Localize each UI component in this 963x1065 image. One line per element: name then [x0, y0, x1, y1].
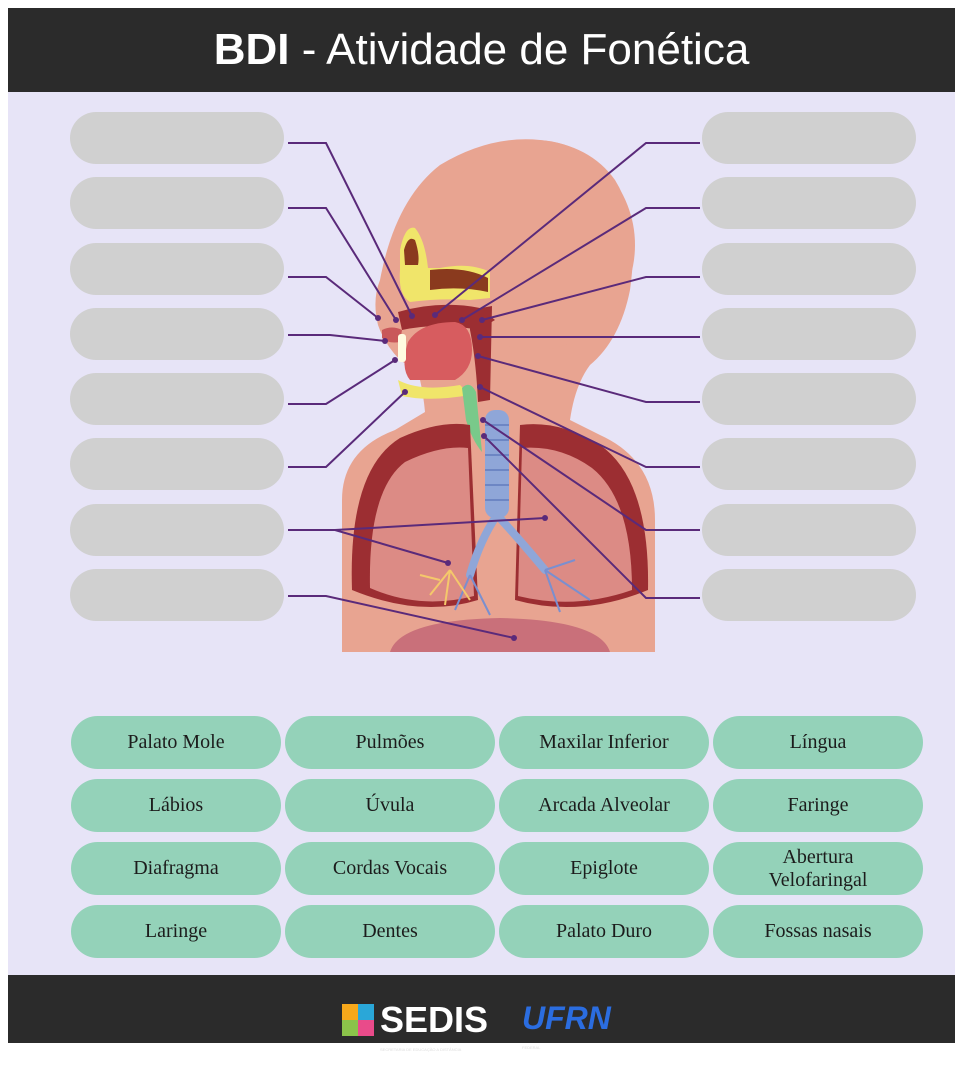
sedis-logo-text: SEDIS	[380, 999, 489, 1040]
drop-zone-right-5[interactable]	[702, 373, 916, 425]
ufrn-logo-text: UFRN	[522, 1000, 611, 1036]
drop-zone-left-4[interactable]	[70, 308, 284, 360]
trachea	[485, 410, 509, 518]
word-chip-arcada-alveolar[interactable]: Arcada Alveolar	[499, 779, 709, 832]
sedis-mark-icon	[342, 1004, 374, 1036]
drop-zone-left-8[interactable]	[70, 569, 284, 621]
drop-zone-left-2[interactable]	[70, 177, 284, 229]
upper-lip	[382, 327, 402, 343]
lower-jaw	[398, 380, 470, 399]
drop-zone-right-1[interactable]	[702, 112, 916, 164]
title-bold: BDI	[213, 25, 290, 74]
word-chip-lingua[interactable]: Língua	[713, 716, 923, 769]
word-chip-laringe[interactable]: Laringe	[71, 905, 281, 958]
word-chip-fossas-nasais[interactable]: Fossas nasais	[713, 905, 923, 958]
word-chip-pulmoes[interactable]: Pulmões	[285, 716, 495, 769]
right-lung	[518, 447, 632, 602]
tongue	[404, 322, 472, 380]
footer-bar	[8, 975, 955, 1043]
word-chip-abertura-velofaringal[interactable]: Abertura Velofaringal	[713, 842, 923, 895]
title-rest: - Atividade de Fonética	[289, 25, 750, 74]
drop-zone-left-3[interactable]	[70, 243, 284, 295]
drop-zone-left-1[interactable]	[70, 112, 284, 164]
sinus	[404, 238, 419, 265]
drop-zone-right-6[interactable]	[702, 438, 916, 490]
activity-header: BDI - Atividade de Fonética	[8, 8, 955, 92]
word-chip-faringe[interactable]: Faringe	[713, 779, 923, 832]
word-chip-maxilar-inferior[interactable]: Maxilar Inferior	[499, 716, 709, 769]
drop-zone-right-8[interactable]	[702, 569, 916, 621]
drop-zone-right-7[interactable]	[702, 504, 916, 556]
word-chip-dentes[interactable]: Dentes	[285, 905, 495, 958]
nasal-passage	[430, 269, 488, 292]
sedis-tagline: SECRETARIA DE EDUCAÇÃO A DISTÂNCIA	[380, 1047, 462, 1052]
pharynx	[470, 306, 492, 402]
leader-dots	[375, 312, 548, 641]
word-chip-diafragma[interactable]: Diafragma	[71, 842, 281, 895]
drop-zone-left-6[interactable]	[70, 438, 284, 490]
ufrn-tagline: FEDERAL	[522, 1045, 541, 1050]
drop-zone-right-2[interactable]	[702, 177, 916, 229]
drop-zone-left-7[interactable]	[70, 504, 284, 556]
leader-lines	[288, 142, 700, 639]
word-chip-palato-mole[interactable]: Palato Mole	[71, 716, 281, 769]
drop-zone-right-3[interactable]	[702, 243, 916, 295]
ufrn-logo: UFRN FEDERAL	[522, 1000, 611, 1050]
word-chip-labios[interactable]: Lábios	[71, 779, 281, 832]
teeth	[398, 334, 406, 362]
word-chip-uvula[interactable]: Úvula	[285, 779, 495, 832]
epiglottis	[462, 384, 482, 452]
drop-zone-right-4[interactable]	[702, 308, 916, 360]
respiratory-anatomy-diagram	[288, 139, 700, 652]
sedis-logo: SEDIS SECRETARIA DE EDUCAÇÃO A DISTÂNCIA	[342, 1002, 488, 1052]
drop-zone-left-5[interactable]	[70, 373, 284, 425]
word-chip-epiglote[interactable]: Epiglote	[499, 842, 709, 895]
word-chip-cordas-vocais[interactable]: Cordas Vocais	[285, 842, 495, 895]
word-chip-palato-duro[interactable]: Palato Duro	[499, 905, 709, 958]
